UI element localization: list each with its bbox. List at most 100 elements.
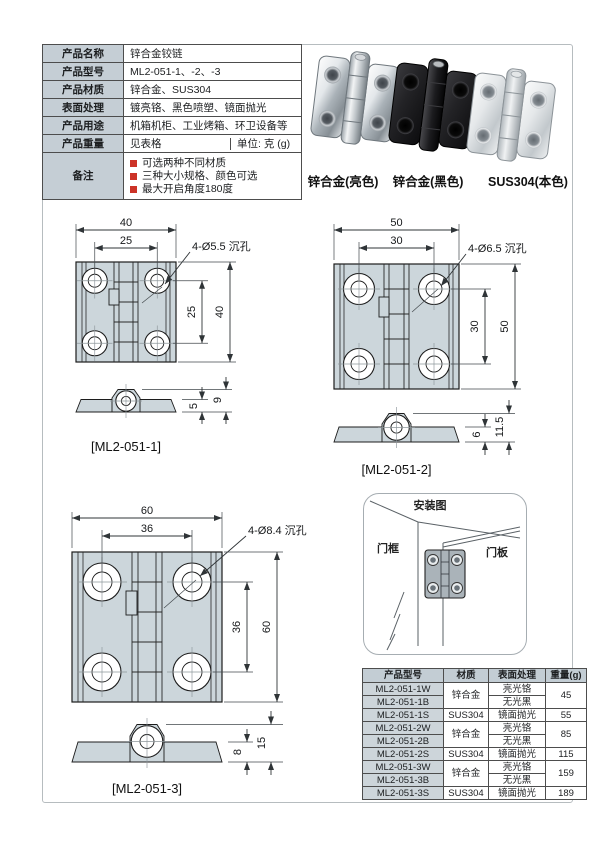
spec-weight: 159: [545, 760, 587, 787]
product-info-table: 产品名称 锌合金铰链 产品型号 ML2-051-1、-2、-3 产品材质 锌合金…: [42, 44, 302, 200]
weight-value: 见表格: [130, 137, 162, 150]
spec-finish: 亮光铬: [488, 721, 546, 735]
spec-finish: 镜面抛光: [488, 747, 546, 761]
hinge-photo-black: [388, 58, 478, 152]
spec-model: ML2-051-1B: [362, 695, 444, 709]
info-value-weight: 见表格 单位: 克 (g): [123, 134, 302, 153]
info-value: 镀亮铬、黑色喷塑、镜面抛光: [123, 98, 302, 117]
spec-weight: 55: [545, 708, 587, 722]
frame-label: 门框: [377, 541, 399, 555]
table-row: 产品用途 机箱机柜、工业烤箱、环卫设备等: [42, 116, 302, 135]
table-row: 产品名称 锌合金铰链: [42, 44, 302, 63]
install-hinge: [424, 549, 466, 599]
spec-material: SUS304: [443, 786, 489, 800]
info-value: 锌合金、SUS304: [123, 80, 302, 99]
dimension-label: 30: [390, 235, 402, 247]
side-view: [75, 384, 177, 418]
dimension-label: 40: [214, 306, 226, 318]
spec-header-model: 产品型号: [362, 668, 444, 683]
remark-label: 备注: [42, 152, 124, 200]
dimension-label: 60: [261, 621, 273, 633]
hole-note: 4-Ø6.5 沉孔: [468, 242, 527, 255]
spec-material: 锌合金: [443, 721, 489, 748]
weight-unit: 单位: 克 (g): [230, 137, 301, 150]
hole-note: 4-Ø8.4 沉孔: [248, 524, 307, 537]
table-row: ML2-051-2W 锌合金 亮光铬 85: [362, 721, 587, 748]
dimension-label: 15: [256, 737, 268, 749]
info-label: 产品名称: [42, 44, 124, 63]
installation-diagram: 安装图 门框 门板: [363, 493, 527, 655]
dimension-label: 50: [390, 217, 402, 229]
technical-drawing-2: 50 30 4-Ø6.5 沉孔 30 50 6: [333, 217, 527, 477]
info-value: 锌合金铰链: [123, 44, 302, 63]
caption-sus304: SUS304(本色): [488, 175, 568, 189]
front-view: [333, 263, 460, 390]
caption-zinc-black: 锌合金(黑色): [392, 175, 464, 189]
front-view: [75, 261, 177, 363]
product-photos: [310, 51, 556, 162]
spec-model: ML2-051-2B: [362, 734, 444, 748]
table-row: ML2-051-2S SUS304 镜面抛光 115: [362, 747, 587, 761]
spec-model: ML2-051-3B: [362, 773, 444, 787]
hinge-photo-stainless: [466, 68, 556, 162]
spec-finish: 无光黑: [488, 695, 546, 709]
spec-model: ML2-051-2W: [362, 721, 444, 735]
info-label: 产品型号: [42, 62, 124, 81]
table-row: ML2-051-2B 无光黑: [362, 734, 587, 748]
content-frame: [42, 44, 573, 803]
table-row: 产品型号 ML2-051-1、-2、-3: [42, 62, 302, 81]
panel-label: 门板: [486, 545, 509, 559]
red-square-icon: [130, 185, 137, 193]
spec-weight: 189: [545, 786, 587, 800]
dimension-label: 6: [471, 431, 483, 437]
info-value: 机箱机柜、工业烤箱、环卫设备等: [123, 116, 302, 135]
dimension-label: 30: [469, 320, 481, 332]
spec-model: ML2-051-1S: [362, 708, 444, 722]
side-dimensions: 6 11.5: [413, 400, 515, 455]
spec-finish: 亮光铬: [488, 682, 546, 696]
dimensions: 40 25 4-Ø5.5 沉孔 25 40: [75, 217, 251, 363]
table-header-row: 产品型号 材质 表面处理 重量(g): [362, 668, 587, 683]
spec-header-weight: 重量(g): [545, 668, 587, 683]
hinge-photo-chrome: [310, 51, 400, 145]
info-label: 表面处理: [42, 98, 124, 117]
dimension-label: 25: [186, 306, 198, 318]
drawing-label: [ML2-051-1]: [91, 439, 161, 454]
table-row: 表面处理 镀亮铬、黑色喷塑、镜面抛光: [42, 98, 302, 117]
table-row: ML2-051-1B 无光黑: [362, 695, 587, 709]
spec-material: SUS304: [443, 708, 489, 722]
spec-material: 锌合金: [443, 682, 489, 709]
hole-note: 4-Ø5.5 沉孔: [192, 240, 251, 253]
table-row: 产品材质 锌合金、SUS304: [42, 80, 302, 99]
table-row: 备注 可选两种不同材质 三种大小规格、颜色可选 最大开启角度180度: [42, 152, 302, 200]
red-square-icon: [130, 172, 137, 180]
spec-weight: 115: [545, 747, 587, 761]
drawing-label: [ML2-051-3]: [112, 781, 182, 796]
spec-model: ML2-051-3S: [362, 786, 444, 800]
remark-item: 可选两种不同材质: [142, 157, 226, 169]
dimension-label: 8: [232, 749, 244, 755]
side-dimensions: 8 15: [166, 711, 283, 775]
spec-model: ML2-051-1W: [362, 682, 444, 696]
table-row: ML2-051-1S SUS304 镜面抛光 55: [362, 708, 587, 722]
dimension-label: 40: [120, 217, 132, 229]
drawing-label: [ML2-051-2]: [361, 462, 431, 477]
table-row: ML2-051-3B 无光黑: [362, 773, 587, 787]
table-row: ML2-051-1W 锌合金 亮光铬 45: [362, 682, 587, 709]
installation-illustration: 安装图 门框 门板: [369, 498, 521, 651]
install-title: 安装图: [414, 498, 447, 512]
spec-finish: 亮光铬: [488, 760, 546, 774]
dimension-label: 25: [120, 235, 132, 247]
dimensions: 50 30 4-Ø6.5 沉孔 30 50: [333, 217, 527, 390]
dimensions: 60 36 4-Ø8.4 沉孔 36 60: [71, 505, 307, 703]
info-label: 产品重量: [42, 134, 124, 153]
info-label: 产品材质: [42, 80, 124, 99]
caption-zinc-bright: 锌合金(亮色): [307, 175, 379, 189]
side-view: [333, 407, 460, 448]
remark-item: 三种大小规格、颜色可选: [142, 170, 258, 182]
spec-weight: 85: [545, 721, 587, 748]
info-label: 产品用途: [42, 116, 124, 135]
spec-finish: 镜面抛光: [488, 786, 546, 800]
red-square-icon: [130, 159, 137, 167]
spec-finish: 无光黑: [488, 734, 546, 748]
